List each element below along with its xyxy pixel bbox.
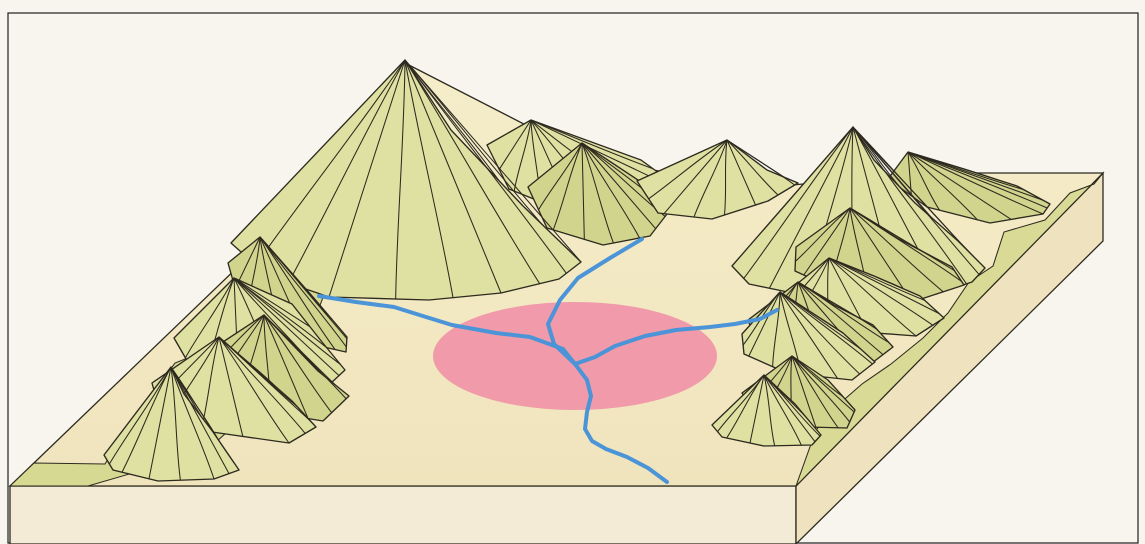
basin-highlight xyxy=(433,302,717,410)
block-front-face xyxy=(10,486,796,544)
